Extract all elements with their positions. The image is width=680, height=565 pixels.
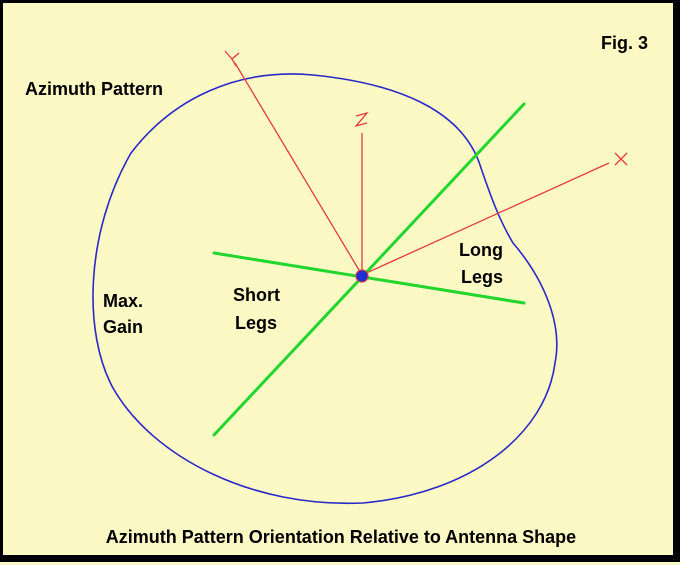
figure-caption: Azimuth Pattern Orientation Relative to … <box>106 527 576 547</box>
max-gain-label-line1: Max. <box>103 291 143 311</box>
short-leg-horizontal <box>212 251 526 305</box>
antenna-diagram: Fig. 3 Azimuth Pattern Max. Gain Short L… <box>25 33 648 547</box>
long-legs-label-line1: Long <box>459 240 503 260</box>
feedpoint-marker <box>355 269 369 283</box>
max-gain-label-line2: Gain <box>103 317 143 337</box>
azimuth-pattern-label: Azimuth Pattern <box>25 79 163 99</box>
short-legs-label-line2: Legs <box>235 313 277 333</box>
long-legs-label-line2: Legs <box>461 267 503 287</box>
long-leg-diagonal <box>212 102 526 437</box>
y-axis-letter <box>224 50 240 67</box>
short-legs-label-line1: Short <box>233 285 280 305</box>
azimuth-pattern-outline <box>92 73 558 505</box>
antenna-legs <box>212 102 526 437</box>
figure-number: Fig. 3 <box>601 33 648 53</box>
coordinate-axes <box>224 50 628 276</box>
y-axis-line <box>234 62 363 276</box>
x-axis-line <box>361 162 610 276</box>
z-axis-letter <box>354 111 369 128</box>
x-axis-letter <box>614 152 628 166</box>
